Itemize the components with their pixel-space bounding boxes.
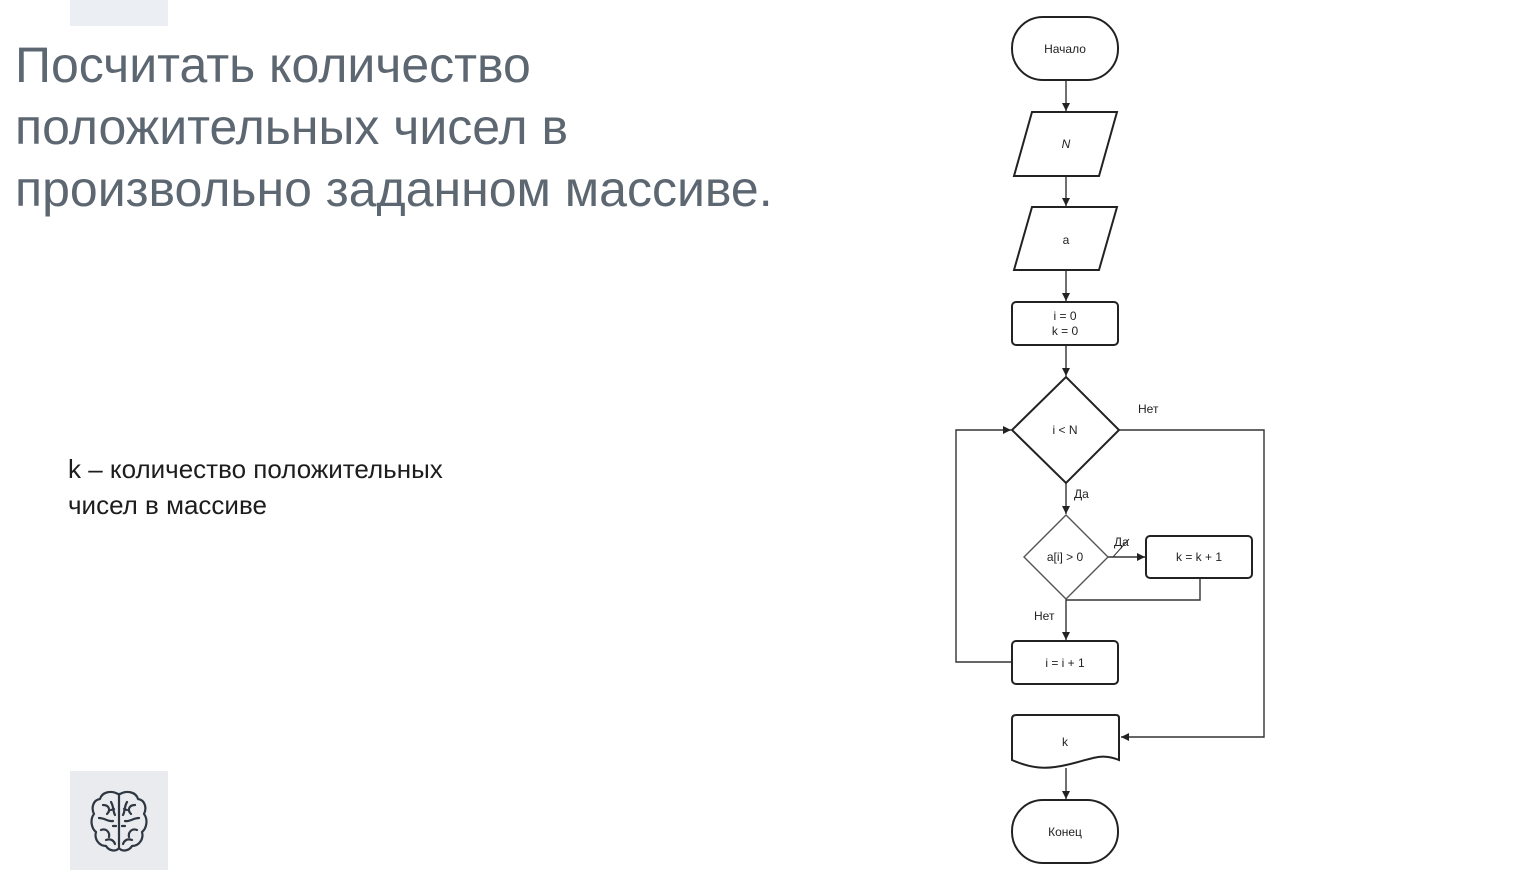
output-label: k bbox=[1062, 735, 1069, 749]
increment-k-block: k = k + 1 bbox=[1145, 535, 1253, 579]
yes-label-strike-mark bbox=[1112, 538, 1130, 558]
connector-increment-k-to-merge bbox=[1066, 578, 1201, 601]
slide-title-line-3: произвольно заданном массиве. bbox=[15, 161, 773, 217]
output-document-block: k bbox=[1011, 714, 1120, 769]
start-label: Начало bbox=[1044, 42, 1086, 56]
loop-condition-label: i < N bbox=[1052, 423, 1077, 437]
end-label: Конец bbox=[1048, 825, 1082, 839]
connector-loop-no-to-output bbox=[1119, 429, 1265, 741]
input-n-label: N bbox=[1062, 137, 1071, 151]
input-a-block: a bbox=[1012, 206, 1119, 271]
slide-title-line-2: положительных чисел в bbox=[15, 99, 569, 155]
slide-title: Посчитать количество положительных чисел… bbox=[15, 34, 875, 220]
increment-k-label: k = k + 1 bbox=[1176, 550, 1222, 564]
end-terminator: Конец bbox=[1011, 799, 1119, 864]
positive-no-label: Нет bbox=[1034, 609, 1055, 623]
increment-i-label: i = i + 1 bbox=[1045, 656, 1085, 670]
init-i-label: i = 0 bbox=[1053, 309, 1076, 323]
variable-note-line-2: чисел в массиве bbox=[68, 490, 267, 520]
start-terminator: Начало bbox=[1011, 16, 1119, 81]
positive-condition-label: a[i] > 0 bbox=[1047, 550, 1084, 564]
positive-yes-label: Да bbox=[1114, 535, 1129, 549]
input-a-label: a bbox=[1063, 233, 1070, 247]
logo-box bbox=[70, 771, 168, 870]
loop-no-label: Нет bbox=[1138, 402, 1159, 416]
input-n-block: N bbox=[1012, 111, 1119, 177]
loop-condition-decision: i < N bbox=[1010, 375, 1121, 485]
positive-condition-decision: a[i] > 0 bbox=[1023, 514, 1109, 600]
loop-yes-label: Да bbox=[1074, 487, 1089, 501]
variable-note-line-1: k – количество положительных bbox=[68, 454, 443, 484]
connector-increment-i-back-to-loop bbox=[955, 426, 1012, 663]
increment-i-block: i = i + 1 bbox=[1011, 640, 1119, 685]
slide-title-line-1: Посчитать количество bbox=[15, 37, 531, 93]
init-process-block: i = 0 k = 0 bbox=[1011, 301, 1119, 346]
init-k-label: k = 0 bbox=[1052, 324, 1079, 338]
top-tab-decoration bbox=[70, 0, 168, 26]
brain-icon bbox=[90, 790, 148, 852]
variable-note: k – количество положительных чисел в мас… bbox=[68, 451, 588, 523]
